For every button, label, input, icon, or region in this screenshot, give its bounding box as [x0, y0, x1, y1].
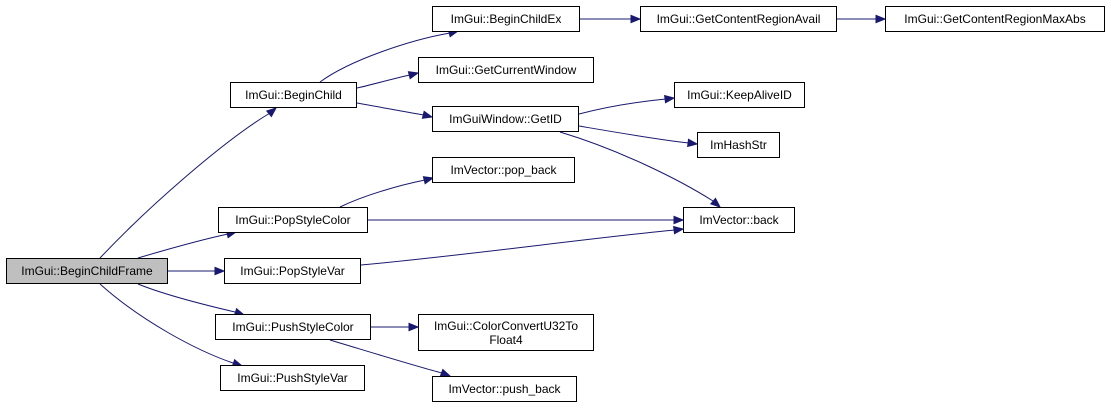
node-push-style-var[interactable]: ImGui::PushStyleVar	[220, 365, 365, 391]
node-root-begin-child-frame: ImGui::BeginChildFrame	[6, 258, 168, 284]
arrowhead-pop-back	[422, 176, 435, 185]
node-get-content-region-max-abs[interactable]: ImGui::GetContentRegionMaxAbs	[885, 6, 1105, 32]
node-get-content-region-avail[interactable]: ImGui::GetContentRegionAvail	[640, 6, 837, 32]
edge-begin-child-to-get-id	[356, 102, 425, 116]
node-pop-style-color[interactable]: ImGui::PopStyleColor	[218, 207, 368, 233]
edge-get-id-to-back	[559, 131, 714, 202]
arrowhead-back	[673, 225, 685, 235]
arrowhead-get-content-region-avail	[630, 14, 642, 24]
arrowhead-back	[673, 215, 685, 225]
node-pop-back[interactable]: ImVector::pop_back	[432, 157, 575, 183]
edge-root-to-push-style-color	[137, 283, 236, 313]
node-back[interactable]: ImVector::back	[683, 207, 795, 233]
edge-root-to-push-style-var	[99, 283, 234, 364]
node-begin-child[interactable]: ImGui::BeginChild	[230, 82, 357, 108]
node-keep-alive-id[interactable]: ImGui::KeepAliveID	[674, 82, 805, 108]
edge-get-id-to-keep-alive-id	[578, 98, 667, 115]
node-push-style-color[interactable]: ImGui::PushStyleColor	[215, 314, 371, 340]
arrowhead-im-hash-str	[687, 138, 699, 148]
node-im-hash-str[interactable]: ImHashStr	[697, 132, 780, 158]
node-push-back[interactable]: ImVector::push_back	[432, 376, 577, 402]
node-color-convert-u32-to-float4[interactable]: ImGui::ColorConvertU32To Float4	[418, 314, 594, 351]
arrowhead-pop-style-var	[214, 266, 226, 276]
edge-root-to-begin-child	[99, 112, 271, 259]
arrowhead-get-content-region-max-abs	[875, 14, 887, 24]
node-pop-style-var[interactable]: ImGui::PopStyleVar	[224, 258, 361, 284]
node-get-id[interactable]: ImGuiWindow::GetID	[432, 106, 579, 132]
edge-get-id-to-im-hash-str	[578, 125, 690, 144]
arrowhead-begin-child	[265, 107, 278, 118]
arrowhead-keep-alive-id	[664, 94, 676, 104]
edge-root-to-pop-style-color	[137, 233, 229, 259]
edge-begin-child-to-get-current-window	[356, 74, 411, 89]
arrowhead-back	[709, 197, 722, 208]
edge-begin-child-to-begin-child-ex	[319, 32, 451, 83]
arrowhead-color-convert	[408, 322, 420, 332]
arrowhead-get-current-window	[407, 71, 420, 80]
edge-pop-style-var-to-back	[360, 229, 676, 266]
node-get-current-window[interactable]: ImGui::GetCurrentWindow	[418, 57, 594, 83]
edge-push-style-color-to-push-back	[329, 339, 443, 374]
edge-pop-style-color-to-pop-back	[339, 179, 426, 208]
node-begin-child-ex[interactable]: ImGui::BeginChildEx	[432, 6, 580, 32]
arrowhead-get-id	[421, 110, 434, 119]
